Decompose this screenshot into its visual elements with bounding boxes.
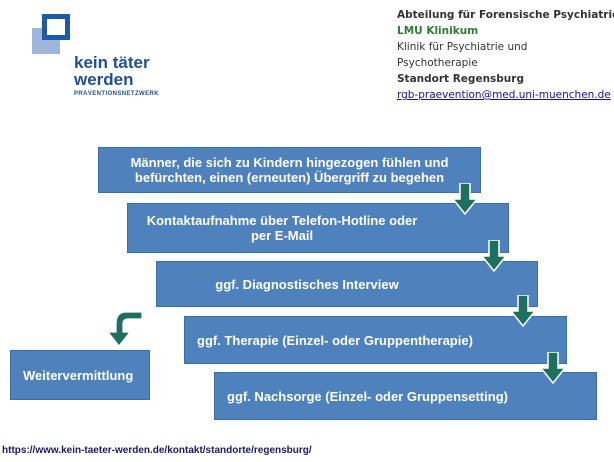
- step-1-label: Männer, die sich zu Kindern hingezogen f…: [130, 155, 449, 185]
- step-5-label: ggf. Nachsorge (Einzel- oder Gruppensett…: [227, 388, 508, 404]
- arrow-down-icon: [510, 295, 536, 327]
- arrow-down-icon: [481, 240, 507, 272]
- logo-line-2: werden: [74, 70, 134, 89]
- referral-label: Weitervermittlung: [23, 367, 134, 383]
- arrow-down-icon: [452, 183, 478, 215]
- arrow-down-icon: [540, 352, 566, 384]
- step-1-box: Männer, die sich zu Kindern hingezogen f…: [98, 147, 481, 193]
- step-5-box: ggf. Nachsorge (Einzel- oder Gruppensett…: [214, 372, 597, 420]
- logo-line-3: PRÄVENTIONSNETZWERK: [74, 91, 159, 97]
- step-2-box: Kontaktaufnahme über Telefon-Hotline ode…: [127, 203, 509, 253]
- step-3-box: ggf. Diagnostisches Interview: [156, 261, 538, 307]
- info-department: Abteilung für Forensische Psychiatrie: [397, 9, 614, 21]
- footer-url-link[interactable]: https://www.kein-taeter-werden.de/kontak…: [2, 445, 312, 456]
- step-4-box: ggf. Therapie (Einzel- oder Gruppenthera…: [184, 316, 567, 364]
- step-2-label: Kontaktaufnahme über Telefon-Hotline ode…: [146, 213, 418, 243]
- bent-arrow-down-left-icon: [106, 311, 143, 347]
- info-subclinic-1: Klinik für Psychiatrie und: [397, 41, 528, 53]
- info-location: Standort Regensburg: [397, 73, 524, 85]
- info-clinic: LMU Klinikum: [397, 25, 479, 37]
- logo-line-1: kein täter: [74, 53, 150, 72]
- step-4-label: ggf. Therapie (Einzel- oder Gruppenthera…: [197, 332, 473, 348]
- info-subclinic-2: Psychotherapie: [397, 57, 478, 69]
- kein-taeter-werden-logo: kein täter werden PRÄVENTIONSNETZWERK: [32, 12, 162, 102]
- referral-box: Weitervermittlung: [10, 350, 150, 400]
- logo-square-front: [42, 14, 70, 40]
- institution-info: Abteilung für Forensische Psychiatrie LM…: [397, 7, 614, 103]
- info-email-link[interactable]: rgb-praevention@med.uni-muenchen.de: [397, 89, 611, 101]
- step-3-label: ggf. Diagnostisches Interview: [215, 276, 399, 292]
